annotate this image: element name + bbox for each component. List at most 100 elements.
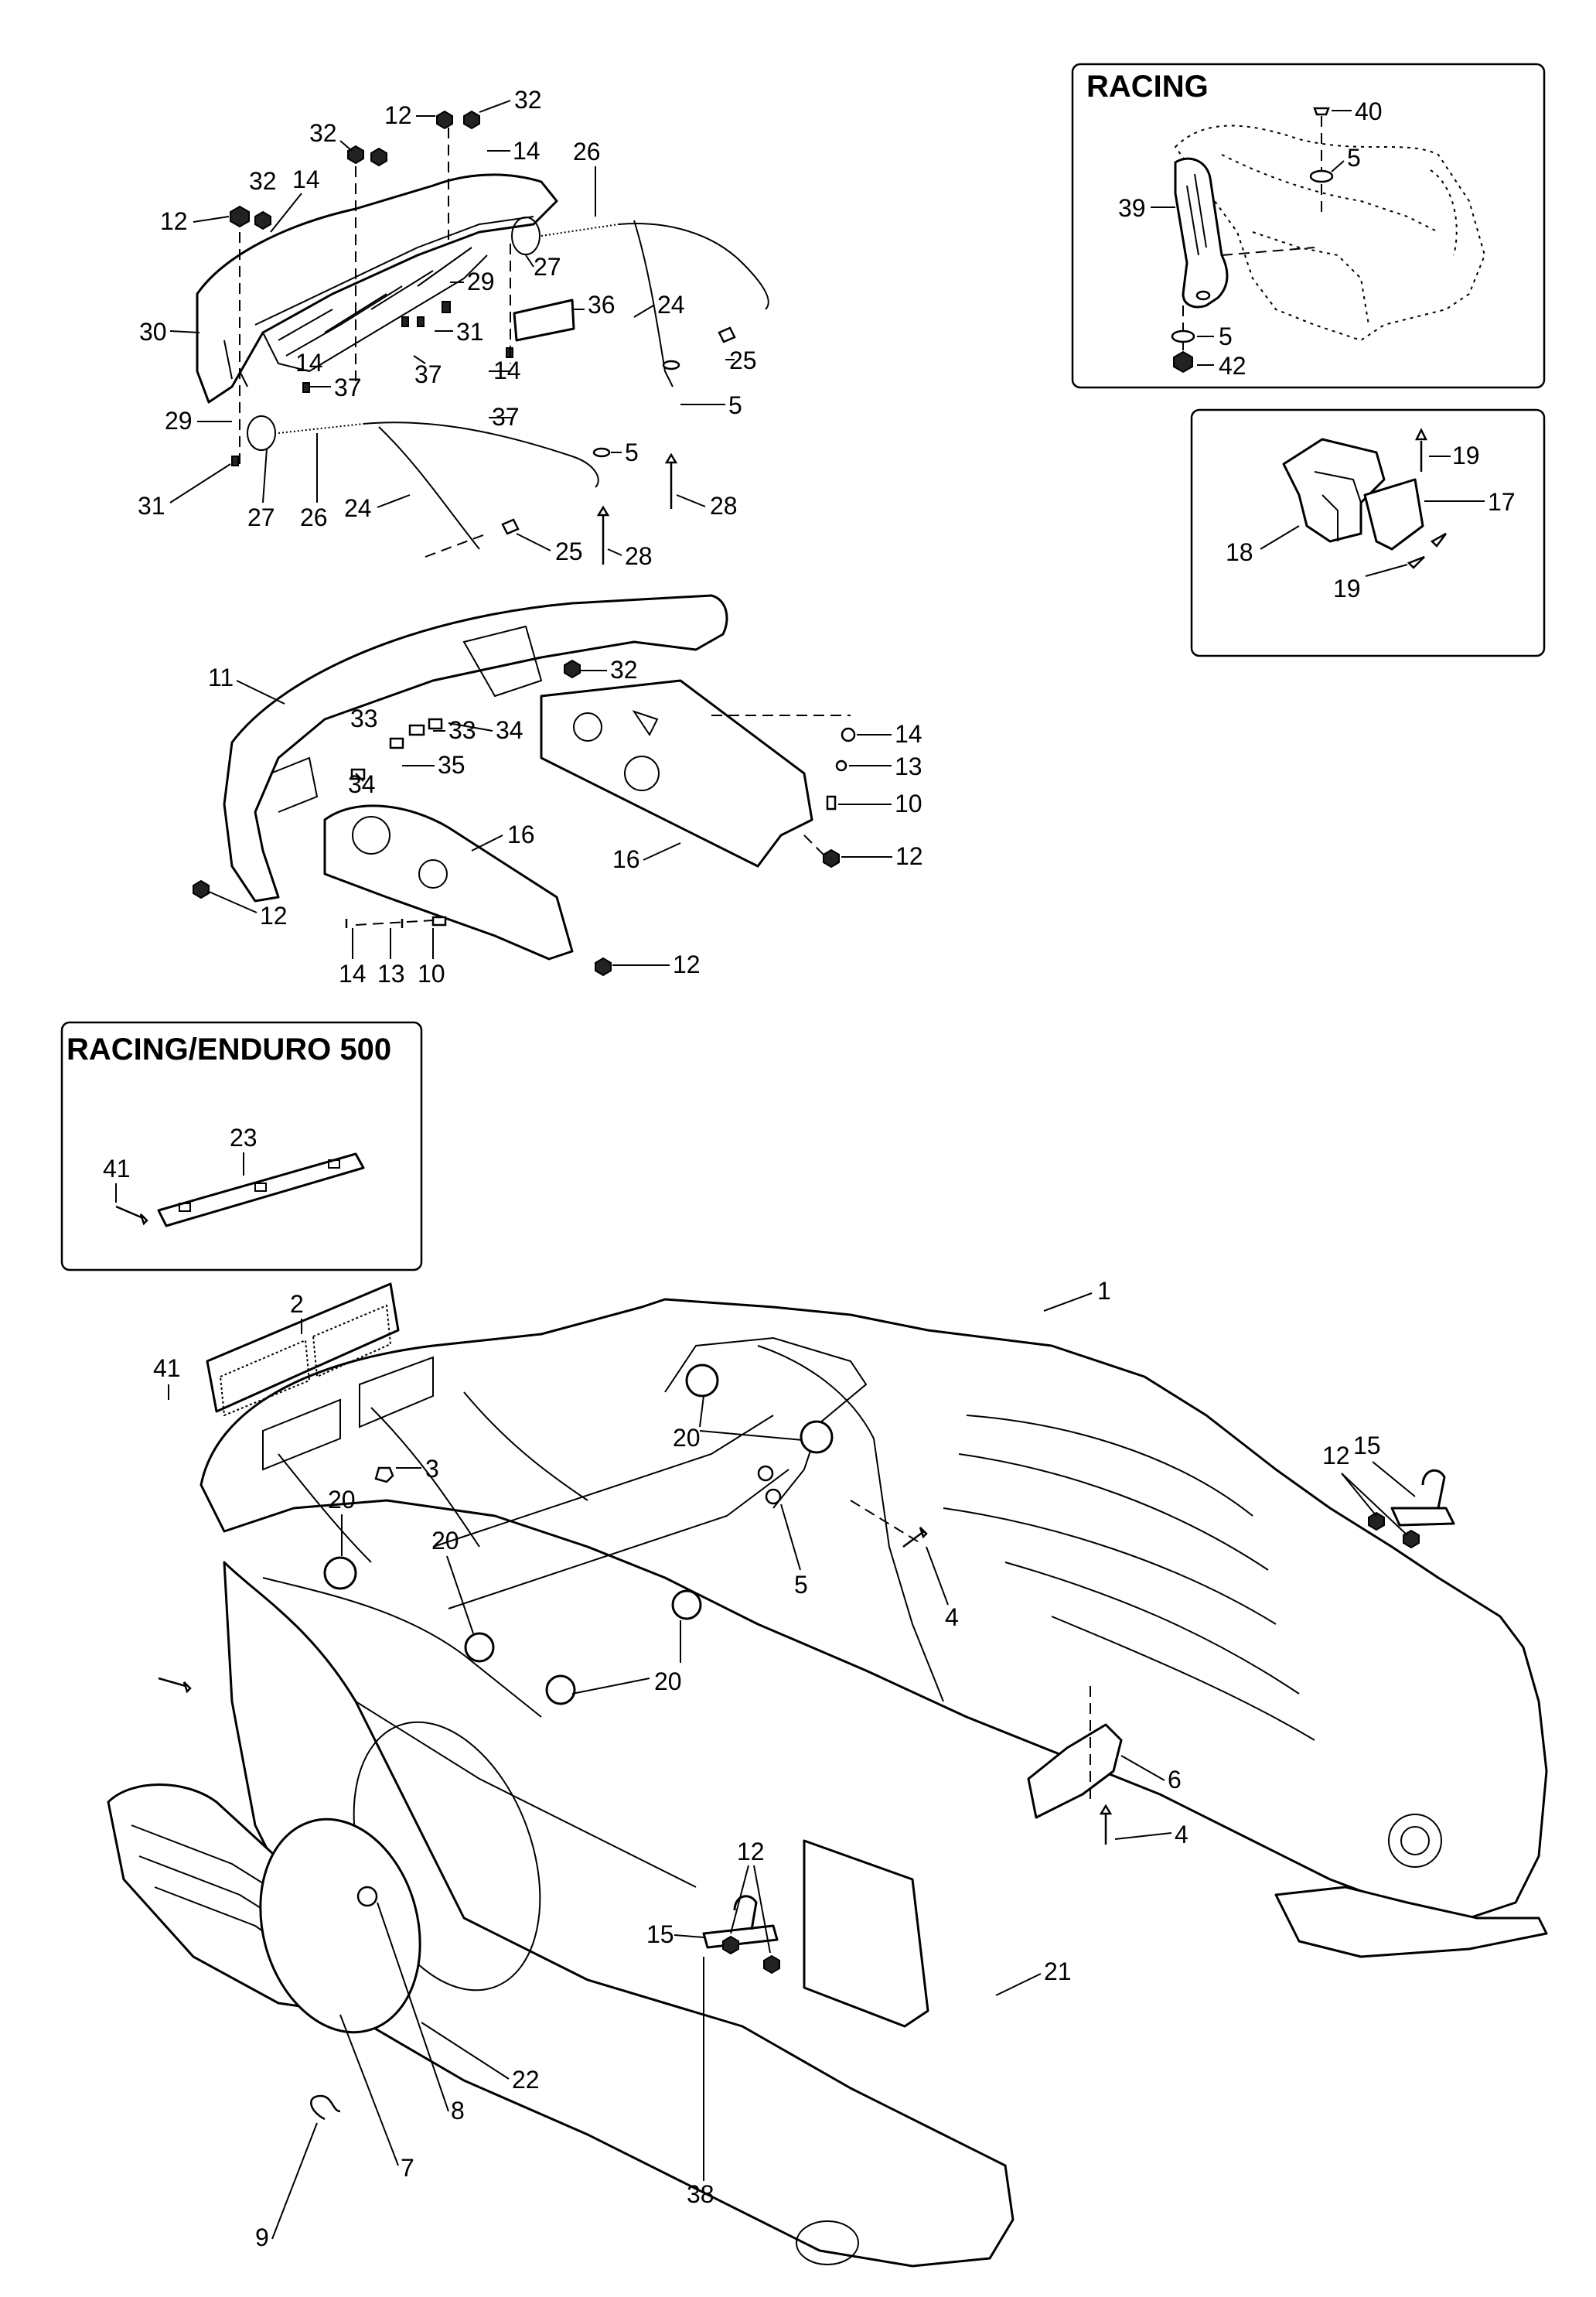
callout-22: 22 [512, 2066, 540, 2094]
callout-33: 33 [448, 716, 476, 744]
racing-enduro-inset-title: RACING/ENDURO 500 [66, 1032, 391, 1067]
racing-enduro-inset-frame [60, 1021, 423, 1271]
plug-20-c [323, 1556, 357, 1590]
callout-3: 3 [425, 1455, 439, 1483]
callout-32: 32 [309, 119, 337, 147]
callout-15: 15 [1353, 1432, 1381, 1459]
latch-inset-frame [1190, 408, 1546, 657]
callout-1: 1 [1097, 1277, 1111, 1305]
callout-41: 41 [153, 1354, 181, 1382]
callout-21: 21 [1044, 1957, 1072, 1985]
callout-4: 4 [945, 1603, 959, 1631]
callout-24: 24 [657, 291, 685, 319]
callout-40: 40 [1355, 97, 1383, 125]
callout-14: 14 [513, 137, 541, 165]
latch-inset: 19 17 18 19 [1190, 408, 1546, 657]
bracket-18 [1282, 438, 1386, 543]
callout-19: 19 [1452, 442, 1480, 469]
callout-6: 6 [1168, 1766, 1182, 1794]
callout-25: 25 [555, 538, 583, 565]
racing-enduro-inset: RACING/ENDURO 500 23 41 [60, 1021, 423, 1271]
callout-34: 34 [348, 770, 376, 798]
callout-37: 37 [334, 374, 362, 401]
bracket-6 [1027, 1723, 1123, 1819]
callout-12: 12 [260, 902, 288, 930]
callout-41: 41 [103, 1155, 131, 1183]
callout-14: 14 [292, 166, 320, 193]
callout-20: 20 [673, 1424, 701, 1452]
bracket-15-right [1390, 1469, 1455, 1527]
callout-4: 4 [1175, 1821, 1188, 1848]
callout-26: 26 [300, 503, 328, 531]
screw-40 [1313, 107, 1330, 116]
callout-20: 20 [654, 1667, 682, 1695]
callout-38: 38 [687, 2180, 714, 2208]
callout-31: 31 [456, 318, 484, 346]
callout-15: 15 [646, 1920, 674, 1948]
callout-20: 20 [328, 1486, 356, 1514]
callout-32: 32 [514, 86, 542, 114]
callout-5: 5 [728, 391, 742, 419]
callout-13: 13 [377, 960, 405, 988]
callout-12: 12 [384, 101, 412, 129]
callout-7: 7 [401, 2154, 414, 2182]
nut-42 [1173, 350, 1193, 374]
callout-18: 18 [1226, 538, 1253, 566]
bracket-36 [513, 299, 575, 342]
callout-19: 19 [1333, 575, 1361, 602]
bracket-39 [1174, 157, 1229, 309]
callout-27: 27 [247, 503, 275, 531]
callout-12: 12 [1322, 1442, 1350, 1469]
grille-2 [206, 1282, 400, 1413]
front-bracket-assembly: 32 11 33 33 34 14 35 13 34 10 16 12 16 1… [193, 594, 923, 988]
racing-inset-frame [1071, 63, 1546, 389]
callout-32: 32 [610, 656, 638, 684]
callout-12: 12 [160, 207, 188, 235]
callout-2: 2 [290, 1290, 304, 1318]
callout-9: 9 [255, 2224, 269, 2251]
callout-36: 36 [588, 291, 616, 319]
callout-5: 5 [1219, 323, 1233, 350]
racing-inset: RACING 40 5 39 5 42 [1071, 63, 1546, 389]
callout-14: 14 [895, 720, 922, 748]
callout-34: 34 [496, 716, 523, 744]
callout-29: 29 [165, 407, 193, 435]
callout-31: 31 [138, 492, 165, 520]
callout-42: 42 [1219, 352, 1246, 380]
chassis-1 [200, 1298, 1548, 1920]
nut-12 [230, 205, 250, 228]
clip-3 [374, 1466, 394, 1483]
bracket-16-left [323, 804, 574, 961]
insulation-22 [259, 1817, 421, 2034]
callout-14: 14 [295, 349, 323, 377]
plug-20-b [800, 1420, 834, 1454]
racing-inset-title: RACING [1086, 70, 1209, 104]
callout-16: 16 [612, 845, 640, 873]
callout-13: 13 [895, 753, 922, 780]
callout-26: 26 [573, 138, 601, 166]
callout-17: 17 [1488, 488, 1516, 516]
callout-32: 32 [249, 167, 277, 195]
plate-17 [1363, 478, 1424, 551]
callout-16: 16 [507, 821, 535, 848]
callout-5: 5 [1347, 144, 1361, 172]
callout-5: 5 [625, 439, 639, 466]
callout-39: 39 [1118, 194, 1146, 222]
callout-24: 24 [344, 494, 372, 522]
callout-29: 29 [467, 268, 495, 295]
bracket-15-lower [702, 1895, 779, 1949]
callout-23: 23 [230, 1124, 257, 1152]
callout-5: 5 [794, 1571, 808, 1599]
callout-33: 33 [350, 705, 378, 732]
bumper-assembly: 12 32 32 14 26 32 14 12 27 29 30 36 24 3… [138, 86, 769, 570]
chassis-assembly: 1 2 41 3 20 15 12 20 20 5 4 20 6 4 12 15 [107, 1277, 1548, 2268]
callout-27: 27 [534, 253, 561, 281]
callout-10: 10 [418, 960, 445, 988]
callout-11: 11 [208, 664, 234, 691]
washer-5-top [1309, 169, 1334, 183]
callout-28: 28 [710, 492, 738, 520]
callout-12: 12 [737, 1838, 765, 1865]
bracket-16-right [540, 679, 813, 868]
insulation-21 [803, 1839, 929, 2028]
